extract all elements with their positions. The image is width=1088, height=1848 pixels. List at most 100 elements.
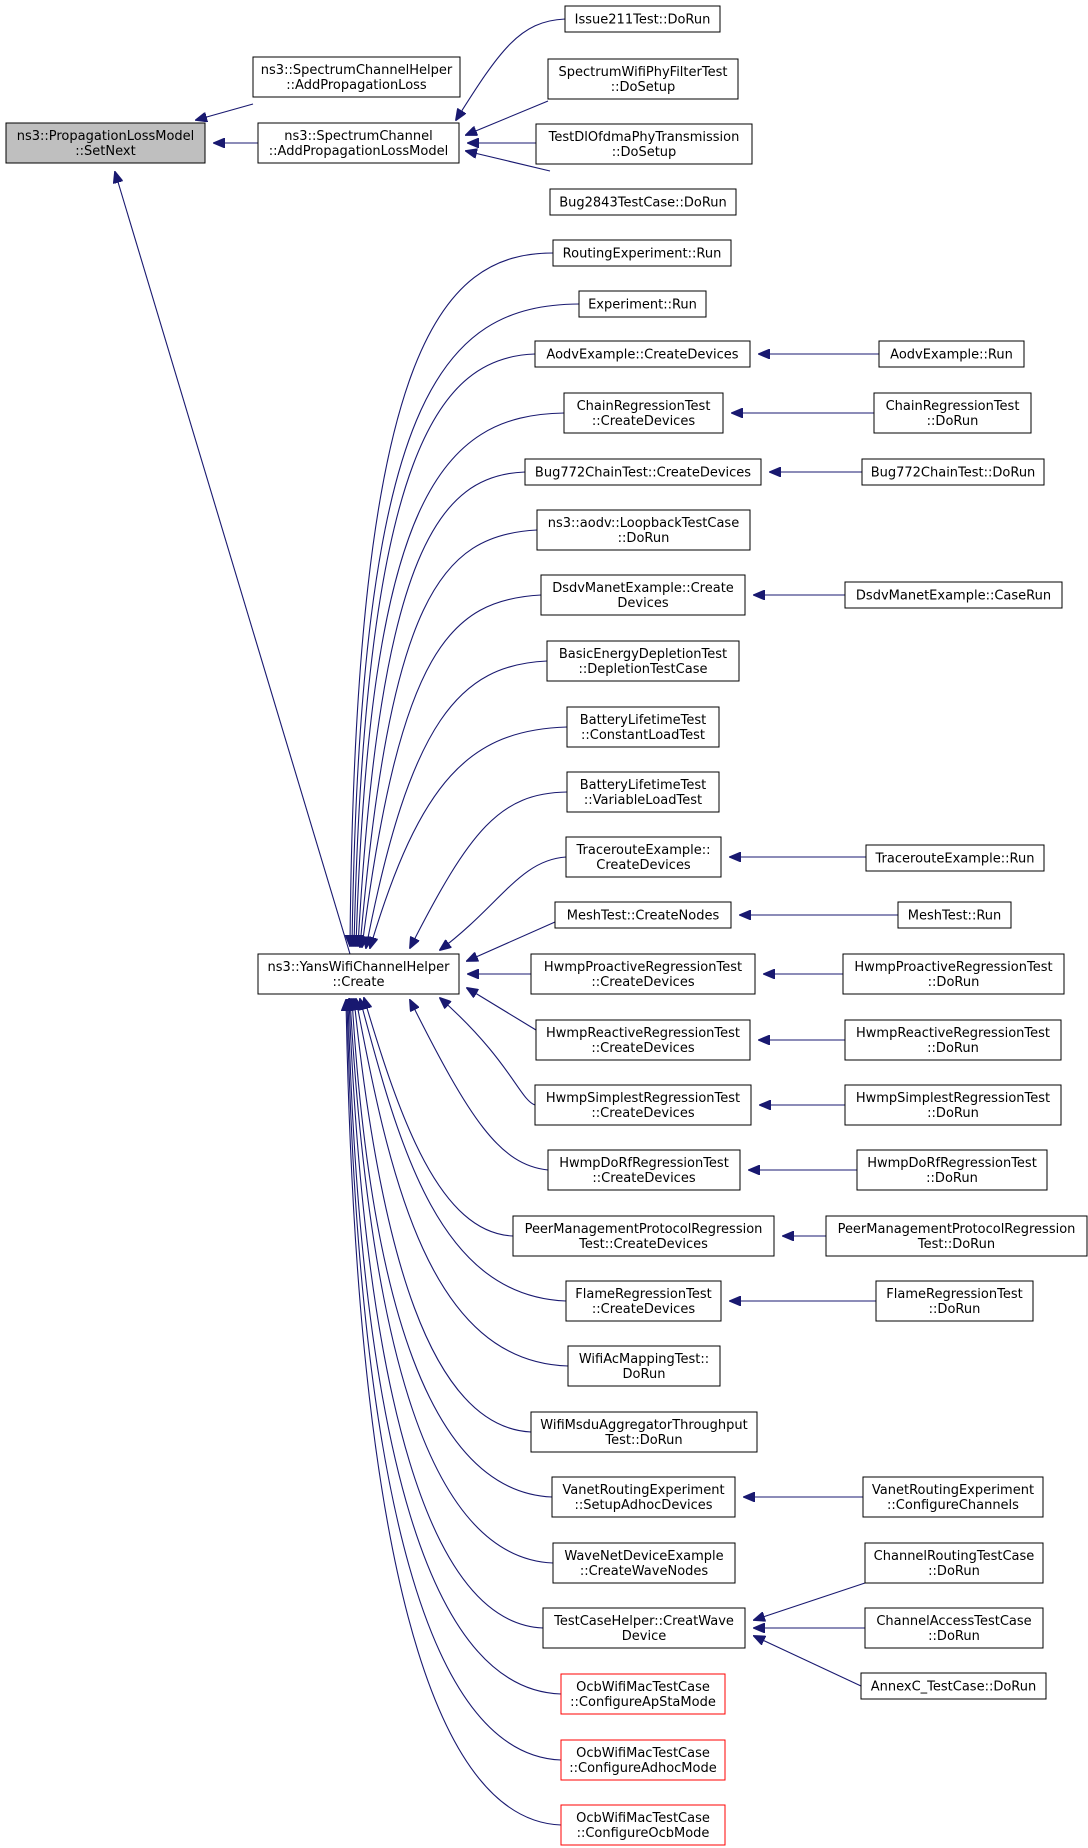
node-bug772-cd[interactable]: Bug772ChainTest::CreateDevices <box>524 458 762 486</box>
node-hwmpdorf-run[interactable]: HwmpDoRfRegressionTest::DoRun <box>856 1149 1048 1191</box>
call-edge <box>350 252 554 946</box>
node-routingexp-run[interactable]: RoutingExperiment::Run <box>552 239 732 267</box>
node-dsdv-cd[interactable]: DsdvManetExample::CreateDevices <box>540 574 746 616</box>
node-label-line: HwmpReactiveRegressionTest <box>546 1026 740 1041</box>
node-yans-create[interactable]: ns3::YansWifiChannelHelper::Create <box>257 953 460 995</box>
node-chainreg-cd[interactable]: ChainRegressionTest::CreateDevices <box>563 392 724 434</box>
node-box <box>257 953 460 995</box>
node-bug772-run[interactable]: Bug772ChainTest::DoRun <box>861 458 1045 486</box>
node-box <box>542 1607 746 1649</box>
node-hwmpreac-cd[interactable]: HwmpReactiveRegressionTest::CreateDevice… <box>535 1019 751 1061</box>
node-label-line: TracerouteExample::Run <box>875 852 1035 867</box>
node-bug2843[interactable]: Bug2843TestCase::DoRun <box>549 188 737 216</box>
node-root: ns3::PropagationLossModel::SetNext <box>5 122 206 164</box>
node-label-line: OcbWifiMacTestCase <box>576 1811 710 1826</box>
node-dsdv-run[interactable]: DsdvManetExample::CaseRun <box>844 581 1063 609</box>
node-battery-const[interactable]: BatteryLifetimeTest::ConstantLoadTest <box>566 706 720 748</box>
node-box <box>546 640 740 682</box>
node-peermgmt-run[interactable]: PeerManagementProtocolRegressionTest::Do… <box>825 1215 1088 1257</box>
node-ocb-ocb[interactable]: OcbWifiMacTestCase::ConfigureOcbMode <box>560 1804 726 1846</box>
node-hwmppro-cd[interactable]: HwmpProactiveRegressionTest::CreateDevic… <box>530 953 756 995</box>
node-sc-addlossmodel[interactable]: ns3::SpectrumChannel::AddPropagationLoss… <box>257 122 460 164</box>
node-box <box>860 1672 1047 1700</box>
call-edge <box>466 100 549 135</box>
node-issue211[interactable]: Issue211Test::DoRun <box>564 5 721 33</box>
node-box <box>5 122 206 164</box>
node-label-line: ::DoRun <box>618 531 670 546</box>
node-label-line: ::DoRun <box>927 414 979 429</box>
node-chanrouting[interactable]: ChannelRoutingTestCase::DoRun <box>864 1542 1044 1584</box>
call-edge <box>196 103 254 120</box>
node-label-line: BatteryLifetimeTest <box>580 778 707 793</box>
node-label-line: ns3::aodv::LoopbackTestCase <box>548 516 739 531</box>
node-testdlofdma[interactable]: TestDlOfdmaPhyTransmission::DoSetup <box>535 123 753 165</box>
node-annexc[interactable]: AnnexC_TestCase::DoRun <box>860 1672 1047 1700</box>
node-hwmpsimp-run[interactable]: HwmpSimplestRegressionTest::DoRun <box>844 1084 1062 1126</box>
node-label-line: HwmpSimplestRegressionTest <box>546 1091 740 1106</box>
node-swphyfilter[interactable]: SpectrumWifiPhyFilterTest::DoSetup <box>547 58 739 100</box>
node-hwmpsimp-cd[interactable]: HwmpSimplestRegressionTest::CreateDevice… <box>534 1084 752 1126</box>
node-box <box>535 1019 751 1061</box>
node-box <box>862 1476 1044 1518</box>
node-basicenergy[interactable]: BasicEnergyDepletionTest::DepletionTestC… <box>546 640 740 682</box>
node-label-line: ns3::YansWifiChannelHelper <box>268 960 451 975</box>
node-aodvex-cd[interactable]: AodvExample::CreateDevices <box>534 340 751 368</box>
node-box <box>566 706 720 748</box>
node-label-line: MeshTest::Run <box>908 909 1002 924</box>
node-wifiac[interactable]: WifiAcMappingTest::DoRun <box>567 1345 721 1387</box>
node-label-line: TestCaseHelper::CreatWave <box>553 1614 734 1629</box>
call-edge <box>349 999 544 1629</box>
call-edge <box>360 999 567 1302</box>
node-meshtest-run[interactable]: MeshTest::Run <box>897 901 1012 929</box>
node-box <box>873 392 1032 434</box>
node-label-line: ChainRegressionTest <box>886 399 1020 414</box>
call-edge <box>467 921 556 961</box>
node-label-line: Experiment::Run <box>588 298 697 313</box>
node-chainreg-run[interactable]: ChainRegressionTest::DoRun <box>873 392 1032 434</box>
node-ocb-adhoc[interactable]: OcbWifiMacTestCase::ConfigureAdhocMode <box>560 1739 726 1781</box>
node-hwmpdorf-cd[interactable]: HwmpDoRfRegressionTest::CreateDevices <box>547 1149 741 1191</box>
node-traceroute-cd[interactable]: TracerouteExample::CreateDevices <box>565 836 722 878</box>
node-flame-cd[interactable]: FlameRegressionTest::CreateDevices <box>565 1280 722 1322</box>
node-flame-run[interactable]: FlameRegressionTest::DoRun <box>875 1280 1034 1322</box>
node-experiment-run[interactable]: Experiment::Run <box>578 290 707 318</box>
node-box <box>856 1149 1048 1191</box>
node-hwmpreac-run[interactable]: HwmpReactiveRegressionTest::DoRun <box>844 1019 1062 1061</box>
node-box <box>567 1345 721 1387</box>
node-label-line: ::CreateDevices <box>591 1106 694 1121</box>
node-traceroute-run[interactable]: TracerouteExample::Run <box>865 844 1045 872</box>
node-label-line: SpectrumWifiPhyFilterTest <box>559 65 728 80</box>
node-vanet-setup[interactable]: VanetRoutingExperiment::SetupAdhocDevice… <box>551 1476 736 1518</box>
nodes: ns3::PropagationLossModel::SetNext ns3::S… <box>5 5 1088 1846</box>
call-edge <box>350 999 554 1564</box>
node-hwmppro-run[interactable]: HwmpProactiveRegressionTest::DoRun <box>842 953 1065 995</box>
node-label-line: ::DoRun <box>928 975 980 990</box>
node-label-line: ::DoRun <box>927 1041 979 1056</box>
node-peermgmt-cd[interactable]: PeerManagementProtocolRegressionTest::Cr… <box>512 1215 775 1257</box>
node-box <box>560 1804 726 1846</box>
node-box <box>878 340 1025 368</box>
call-edge <box>456 18 566 120</box>
node-aodvex-run[interactable]: AodvExample::Run <box>878 340 1025 368</box>
node-loopback[interactable]: ns3::aodv::LoopbackTestCase::DoRun <box>536 509 751 551</box>
call-edge <box>362 594 542 947</box>
node-ocb-apsta[interactable]: OcbWifiMacTestCase::ConfigureApStaMode <box>560 1673 726 1715</box>
node-label-line: BasicEnergyDepletionTest <box>559 647 727 662</box>
node-label-line: ::ConfigureApStaMode <box>570 1695 716 1710</box>
node-label-line: FlameRegressionTest <box>886 1287 1022 1302</box>
node-sch-addloss[interactable]: ns3::SpectrumChannelHelper::AddPropagati… <box>252 56 461 98</box>
node-label-line: ::CreateDevices <box>592 1302 695 1317</box>
node-label-line: PeerManagementProtocolRegression <box>525 1222 763 1237</box>
node-label-line: ns3::SpectrumChannelHelper <box>261 63 453 78</box>
node-box <box>565 1280 722 1322</box>
node-battery-var[interactable]: BatteryLifetimeTest::VariableLoadTest <box>566 771 720 813</box>
call-edge <box>352 999 553 1498</box>
node-wavenet[interactable]: WaveNetDeviceExample::CreateWaveNodes <box>552 1542 736 1584</box>
node-chanaccess[interactable]: ChannelAccessTestCase::DoRun <box>864 1607 1044 1649</box>
node-meshtest-cn[interactable]: MeshTest::CreateNodes <box>554 901 732 929</box>
node-vanet-conf[interactable]: VanetRoutingExperiment::ConfigureChannel… <box>862 1476 1044 1518</box>
node-label-line: ::DoRun <box>928 1564 980 1579</box>
